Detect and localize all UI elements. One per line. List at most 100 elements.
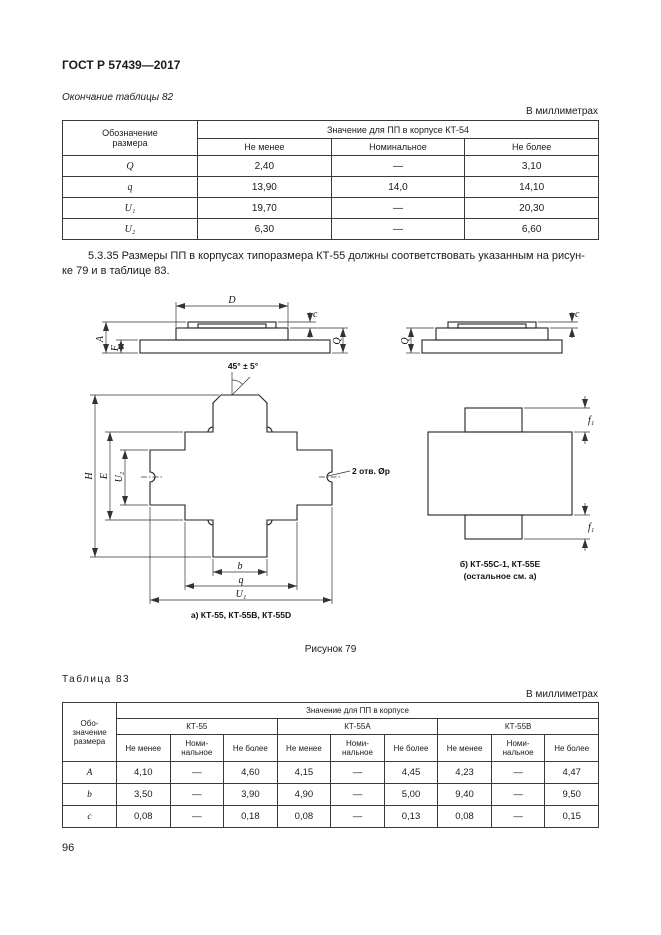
holes-callout: 2 отв. Øр (352, 466, 390, 476)
top-view-b (427, 407, 573, 540)
table82-group-header: Значение для ПП в корпусе КТ-54 (197, 120, 599, 139)
table-82: Обозначение размера Значение для ПП в ко… (62, 120, 599, 240)
dim-symbol: U₂ (62, 218, 198, 240)
figure-caption: Рисунок 79 (304, 644, 357, 655)
value-cell: 4,45 (383, 761, 439, 784)
value-cell: — (330, 805, 385, 828)
table83-corner-header: Обо- значение размера (62, 702, 117, 762)
value-cell: 6,30 (197, 218, 332, 240)
table83-header-row-3: Не менее Номи- нальное Не более Не менее… (63, 734, 599, 762)
value-cell: — (330, 761, 385, 784)
table82-corner-header: Обозначение размера (62, 120, 198, 156)
value-cell: 0,08 (116, 805, 171, 828)
value-cell: 2,40 (197, 155, 332, 177)
value-cell: 5,00 (383, 783, 439, 806)
table83-group-header: Значение для ПП в корпусе (116, 702, 599, 719)
view-b-label-line2: (остальное см. а) (464, 571, 537, 581)
dim-label-D: D (227, 295, 236, 306)
dim-symbol: A (62, 761, 117, 784)
value-cell: 3,50 (116, 783, 171, 806)
table83-row: A 4,10 — 4,60 4,15 — 4,45 4,23 — 4,47 (62, 761, 599, 784)
dim-label-q: q (239, 575, 244, 586)
table82-corner-text: Обозначение размера (102, 128, 158, 148)
value-cell: 6,60 (464, 218, 599, 240)
dim-label-f1: f₁ (588, 415, 594, 426)
dim-label-U1: U₁ (236, 589, 247, 600)
dim-symbol: q (62, 176, 198, 198)
dim-label-U2: U₂ (114, 471, 125, 482)
dim-label-F: F (110, 344, 121, 352)
value-cell: 4,15 (276, 761, 332, 784)
value-cell: — (169, 761, 225, 784)
value-cell: 0,08 (437, 805, 492, 828)
value-cell: — (330, 783, 385, 806)
table83-col-header: Номи- нальное (490, 734, 546, 762)
table83-variant-header: КТ-55В (437, 718, 599, 735)
value-cell: 4,47 (544, 761, 599, 784)
value-cell: — (169, 783, 225, 806)
table83-col-header: Не менее (276, 734, 332, 762)
dim-label-A: A (95, 335, 106, 343)
paragraph-line: ке 79 и в таблице 83. (62, 265, 170, 278)
value-cell: 4,90 (276, 783, 332, 806)
table83-col-header: Не менее (116, 734, 171, 762)
value-cell: 9,50 (544, 783, 599, 806)
value-cell: — (169, 805, 225, 828)
value-cell: 4,23 (437, 761, 492, 784)
paragraph-line: 5.3.35 Размеры ПП в корпусах типоразмера… (88, 250, 585, 262)
dim-label-H: H (84, 472, 95, 481)
table83-col-header: Не более (383, 734, 439, 762)
value-cell: — (330, 155, 466, 177)
table82-row: Q 2,40 — 3,10 (62, 155, 599, 177)
value-cell: 0,15 (544, 805, 599, 828)
table83-col-header: Номи- нальное (330, 734, 385, 762)
dim-symbol: c (62, 805, 117, 828)
value-cell: 4,60 (223, 761, 278, 784)
paragraph-5-3-35: 5.3.35 Размеры ПП в корпусах типоразмера… (62, 249, 600, 279)
table83-variant-header: КТ-55 (116, 718, 278, 735)
dim-label-Q: Q (332, 337, 343, 345)
table83-col-header: Не более (544, 734, 599, 762)
table82-col-header-max: Не более (464, 138, 599, 156)
value-cell: 3,10 (464, 155, 599, 177)
dim-label-f1: f₁ (588, 522, 594, 533)
view-b-label-line1: б) КТ-55С-1, КТ-55Е (460, 559, 541, 569)
table82-col-header-nom: Номинальное (330, 138, 466, 156)
value-cell: 14,0 (330, 176, 466, 198)
value-cell: — (490, 761, 546, 784)
table83-col-header: Не менее (437, 734, 492, 762)
table82-col-header-min: Не менее (197, 138, 332, 156)
dim-symbol: U₁ (62, 197, 198, 219)
table83-col-header: Номи- нальное (169, 734, 225, 762)
top-view-b-dimensions (524, 396, 590, 551)
value-cell: 9,40 (437, 783, 492, 806)
value-cell: 4,10 (116, 761, 171, 784)
dim-label-b: b (238, 561, 243, 572)
value-cell: 0,08 (276, 805, 332, 828)
top-view-a (149, 394, 333, 558)
dim-label-c: c (575, 309, 580, 320)
dim-symbol: Q (62, 155, 198, 177)
side-view-b-dimensions (406, 312, 578, 354)
value-cell: 3,90 (223, 783, 278, 806)
value-cell: 0,18 (223, 805, 278, 828)
value-cell: 20,30 (464, 197, 599, 219)
value-cell: — (330, 197, 466, 219)
table83-caption: Таблица 83 (62, 674, 131, 685)
value-cell: 14,10 (464, 176, 599, 198)
value-cell: 19,70 (197, 197, 332, 219)
value-cell: — (330, 218, 466, 240)
units-label-table83: В миллиметрах (526, 689, 598, 700)
value-cell: — (490, 805, 546, 828)
table83-variant-header: КТ-55А (276, 718, 439, 735)
dim-label-Q: Q (400, 337, 411, 345)
figure-79-drawing: D A F Q c Q c (84, 295, 594, 620)
table83-header-row-2: КТ-55 КТ-55А КТ-55В (63, 718, 599, 735)
document-header: ГОСТ Р 57439—2017 (62, 58, 181, 72)
units-label-table82: В миллиметрах (526, 106, 598, 117)
table82-header-row-2: Не менее Номинальное Не более (63, 138, 599, 156)
page-number: 96 (62, 842, 75, 854)
dim-label-c: c (313, 309, 318, 320)
table82-header-row-1: Обозначение размера Значение для ПП в ко… (62, 120, 599, 156)
